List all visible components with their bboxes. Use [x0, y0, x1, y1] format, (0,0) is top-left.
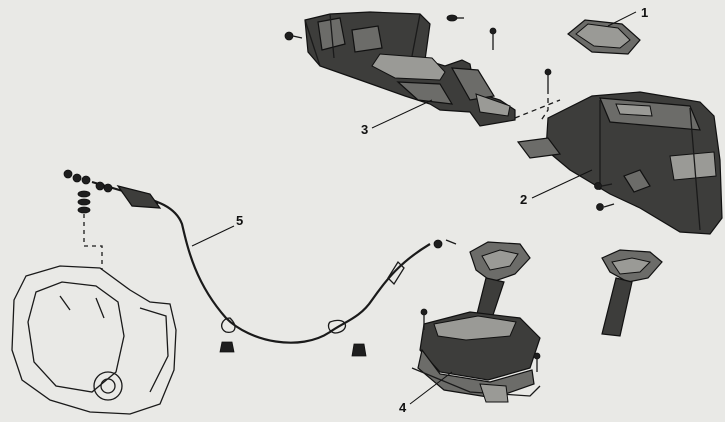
console-cover-part — [567, 19, 641, 55]
console-screw-right — [544, 68, 552, 94]
callout-4: 4 — [399, 371, 453, 415]
transmission-housing — [11, 265, 177, 415]
callout-label-1: 1 — [641, 5, 648, 20]
shift-cable — [91, 180, 431, 344]
shifter-assembly — [411, 241, 541, 403]
cable-end-nuts — [63, 169, 113, 193]
cable-clip-bolt-2 — [351, 343, 367, 357]
alignment-dash-lines — [514, 98, 561, 123]
console-screw-top — [446, 14, 464, 22]
callout-label-4: 4 — [399, 400, 407, 415]
cable-end-pin — [433, 239, 457, 249]
shift-lever-knob-spare — [601, 249, 663, 337]
rear-console-screw-2 — [596, 203, 615, 211]
console-screw-vertical — [489, 27, 497, 50]
rear-console-screw-1 — [594, 182, 613, 190]
callout-1: 1 — [607, 5, 648, 27]
center-console-rear — [516, 91, 723, 235]
callout-label-3: 3 — [361, 122, 368, 137]
callout-label-2: 2 — [520, 192, 527, 207]
shifter-screw-right — [533, 352, 541, 372]
washer-stack — [77, 190, 103, 270]
console-screw-left — [284, 31, 303, 41]
shifter-screw-left — [420, 308, 428, 330]
center-console-front — [304, 11, 516, 127]
callout-label-5: 5 — [236, 213, 243, 228]
callout-5: 5 — [191, 213, 243, 247]
cable-clip-bolt-1 — [219, 341, 235, 353]
callout-3: 3 — [361, 99, 433, 137]
callout-2: 2 — [520, 169, 593, 207]
